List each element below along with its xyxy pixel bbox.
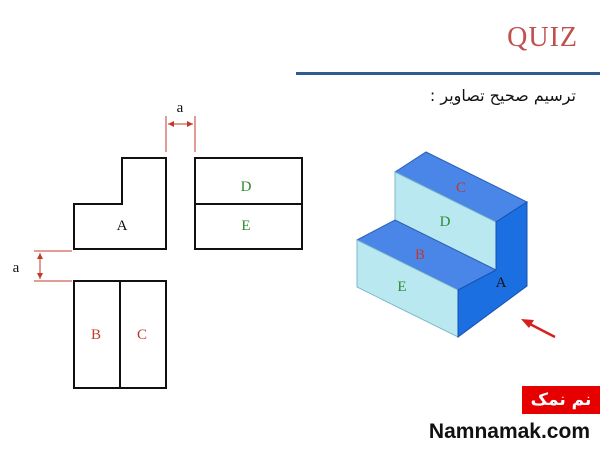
watermark-site: Namnamak.com [428, 420, 590, 443]
top-view-label-b: B [91, 327, 101, 343]
side-view-label-e: E [241, 218, 250, 234]
front-view-outline [73, 157, 167, 250]
isometric-step-block [355, 151, 529, 338]
dimension-top [165, 116, 196, 152]
title-divider [296, 72, 600, 75]
iso-label-b: B [415, 247, 425, 263]
face-a [457, 201, 528, 338]
iso-label-c: C [456, 180, 466, 196]
dimension-left-label: a [13, 260, 20, 276]
side-view-label-d: D [241, 179, 252, 195]
top-view-label-c: C [137, 327, 147, 343]
watermark-badge: نم نمک [522, 386, 600, 414]
page-title: QUIZ [507, 22, 578, 53]
iso-label-e: E [397, 279, 406, 295]
front-view-label: A [117, 218, 128, 234]
dimension-left [34, 250, 72, 282]
iso-label-a: A [496, 275, 507, 291]
dimension-top-label: a [177, 100, 184, 116]
page-subtitle: ترسیم صحیح تصاویر : [429, 86, 576, 105]
view-direction-arrow-icon [521, 319, 556, 339]
iso-label-d: D [440, 214, 451, 230]
